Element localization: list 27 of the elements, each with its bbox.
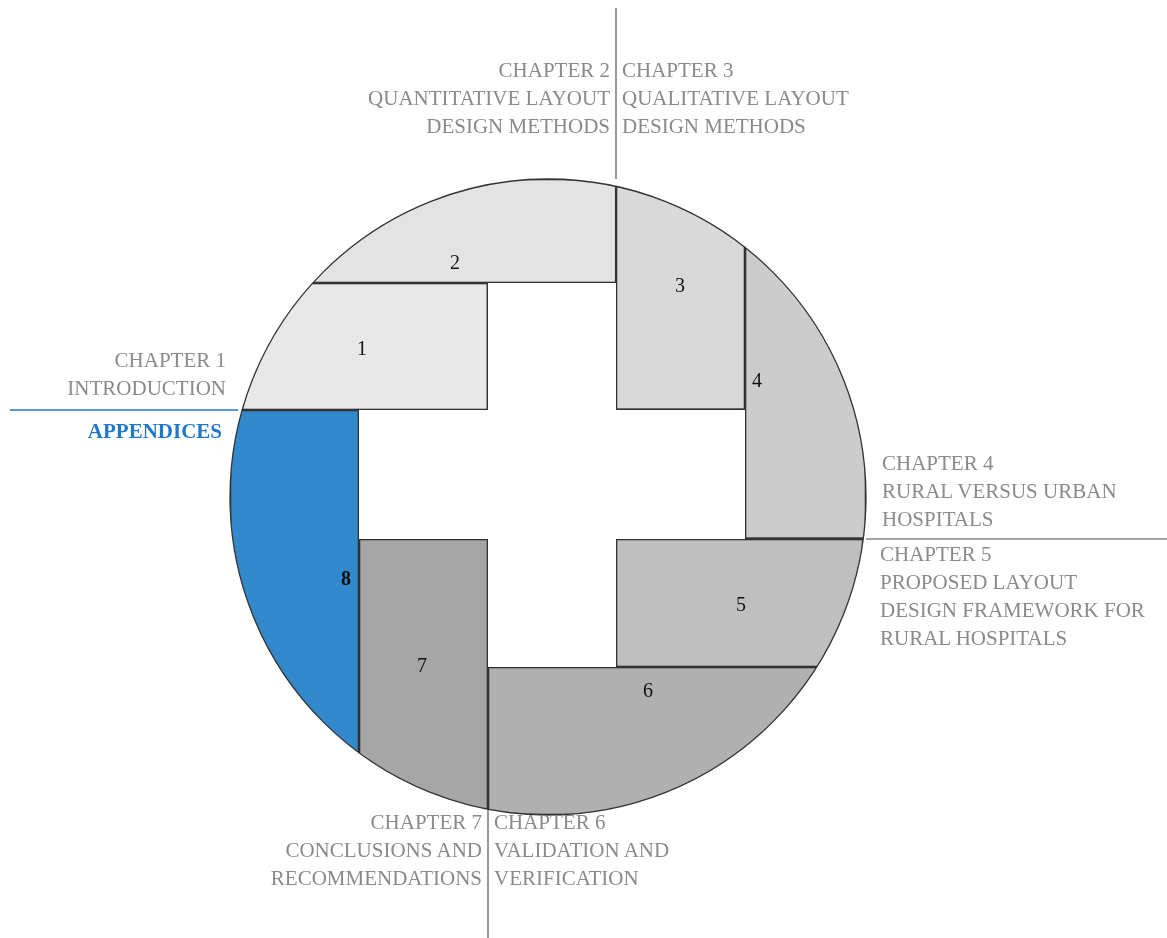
chapter-label: QUANTITATIVE LAYOUT DESIGN METHODS	[367, 85, 610, 140]
chapter-label: CHAPTER 6	[494, 809, 607, 836]
chapter-label: PROPOSED LAYOUT DESIGN FRAMEWORK FOR RURAL HOSPITALS	[880, 569, 1146, 652]
chapter-label: CHAPTER 4	[882, 450, 995, 477]
segment-number: 1	[357, 338, 367, 358]
circle-segment	[242, 283, 488, 410]
segment-number: 6	[643, 680, 653, 700]
chapter-label: CONCLUSIONS AND RECOMMENDATIONS	[269, 837, 482, 892]
segment-number: 7	[417, 655, 427, 675]
circle-segment	[616, 539, 864, 667]
segment-number: 8	[341, 568, 351, 588]
chapter-label: RURAL VERSUS URBAN HOSPITALS	[882, 478, 1118, 533]
chapter-label: CHAPTER 3	[622, 57, 735, 84]
circle-segment	[359, 539, 488, 810]
chapter-label: VALIDATION AND VERIFICATION	[494, 837, 671, 892]
chapter-label: CHAPTER 5	[880, 541, 993, 568]
section-label: APPENDICES	[86, 418, 222, 445]
chapter-label: CHAPTER 2	[497, 57, 610, 84]
segment-number: 2	[450, 252, 460, 272]
chapter-label: QUALITATIVE LAYOUT DESIGN METHODS	[622, 85, 850, 140]
chapter-label: CHAPTER 7	[369, 809, 482, 836]
segment-number: 5	[736, 594, 746, 614]
chapter-label: INTRODUCTION	[66, 375, 226, 402]
circle-segment	[616, 186, 745, 410]
segment-number: 3	[675, 275, 685, 295]
segment-number: 4	[752, 370, 762, 390]
chapter-label: CHAPTER 1	[113, 347, 226, 374]
